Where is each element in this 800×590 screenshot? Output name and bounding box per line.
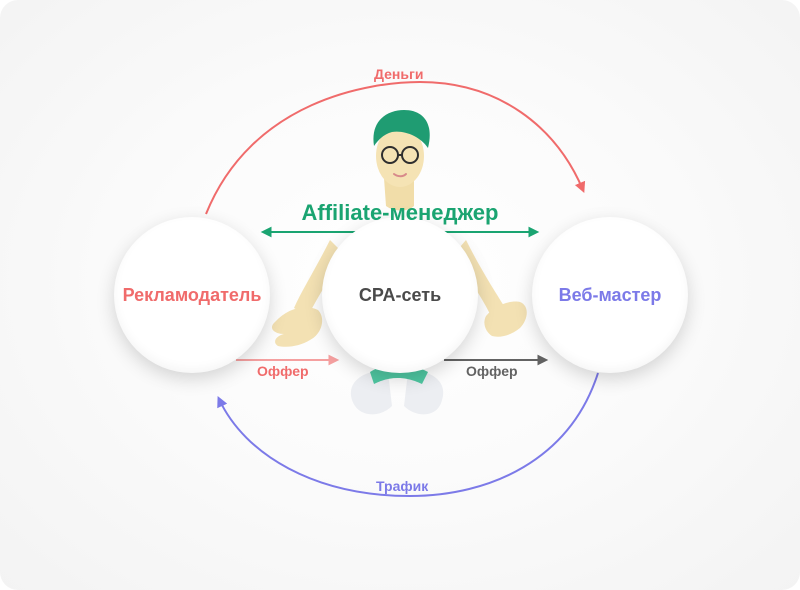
offer-label-left: Оффер — [257, 363, 309, 379]
affiliate-manager-title: Affiliate-менеджер — [300, 200, 500, 226]
node-cpa-network-label: CPA-сеть — [359, 285, 441, 306]
node-webmaster-label: Веб-мастер — [559, 285, 662, 306]
node-webmaster: Веб-мастер — [532, 217, 688, 373]
node-cpa-network: CPA-сеть — [322, 217, 478, 373]
node-advertiser-label: Рекламодатель — [123, 285, 262, 306]
node-advertiser: Рекламодатель — [114, 217, 270, 373]
traffic-label: Трафик — [376, 478, 428, 494]
money-label: Деньги — [374, 66, 423, 82]
offer-label-right: Оффер — [466, 363, 518, 379]
